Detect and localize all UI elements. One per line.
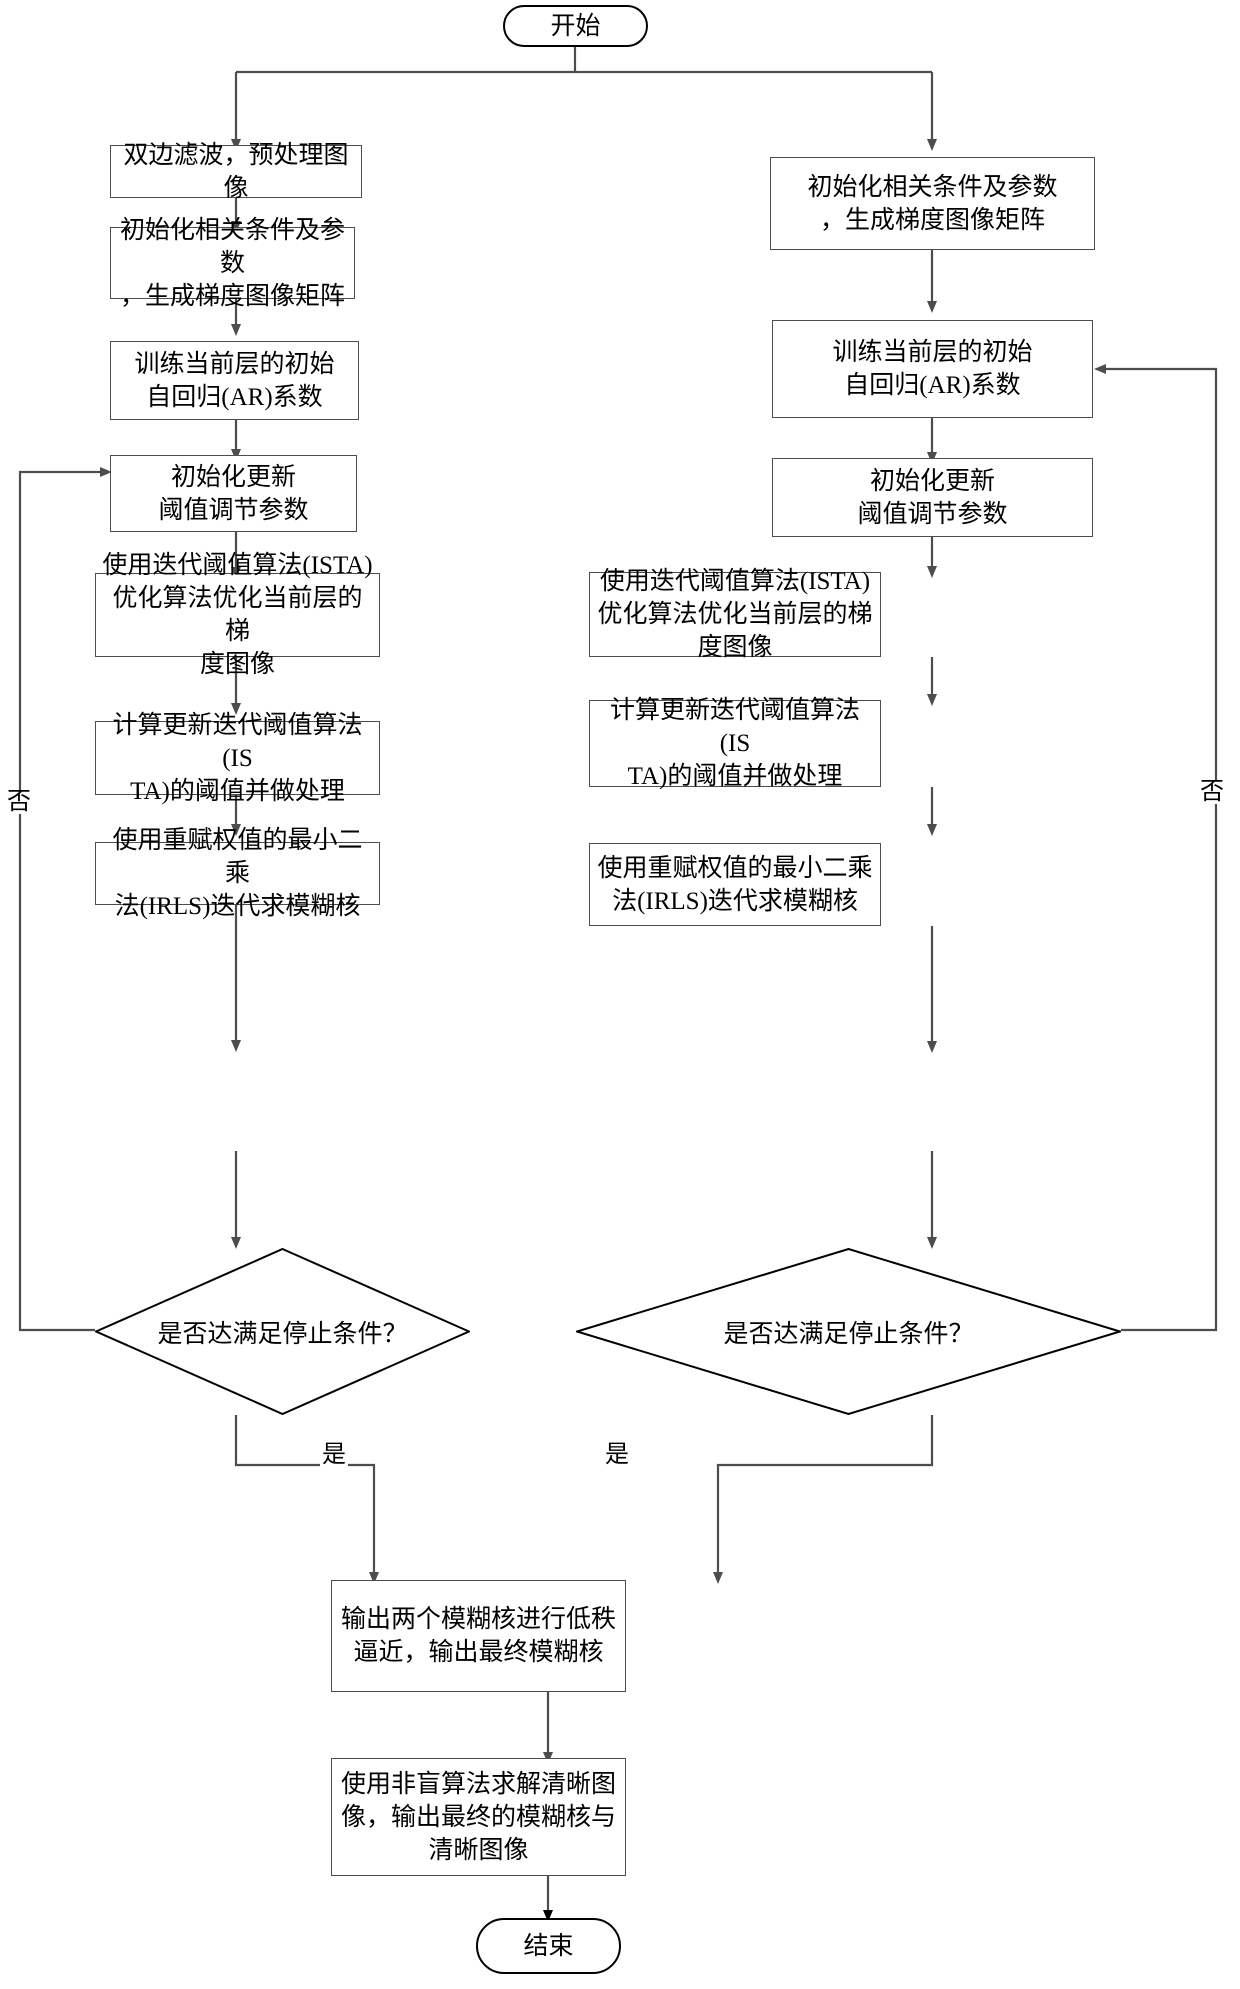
left-edge-label-no: 否	[5, 789, 33, 815]
bottom-step-lowrank-kernel: 输出两个模糊核进行低秩 逼近，输出最终模糊核	[331, 1580, 626, 1692]
right-edge-label-yes: 是	[603, 1442, 631, 1468]
right-decision-stop-condition: 是否达满足停止条件？	[576, 1248, 1121, 1415]
right-step-init-params: 初始化相关条件及参数 ，生成梯度图像矩阵	[770, 157, 1095, 250]
left-edge-label-yes: 是	[320, 1442, 348, 1468]
right-decision-label: 是否达满足停止条件？	[723, 1320, 974, 1348]
left-step-ista-optimize: 使用迭代阈值算法(ISTA) 优化算法优化当前层的梯 度图像	[95, 552, 380, 678]
left-step-init-threshold: 初始化更新 阈值调节参数	[110, 455, 357, 532]
right-step-train-ar: 训练当前层的初始 自回归(AR)系数	[772, 320, 1093, 418]
right-step-ista-optimize: 使用迭代阈值算法(ISTA) 优化算法优化当前层的梯 度图像	[589, 568, 881, 661]
left-step-bilateral-filter: 双边滤波，预处理图像	[110, 142, 362, 202]
right-edge-label-no: 否	[1198, 779, 1226, 805]
end-terminator: 结束	[476, 1918, 621, 1974]
left-step-init-params: 初始化相关条件及参数 ，生成梯度图像矩阵	[110, 217, 355, 310]
left-step-update-ista-threshold: 计算更新迭代阈值算法(IS TA)的阈值并做处理	[95, 712, 380, 805]
left-step-irls-kernel: 使用重赋权值的最小二乘 法(IRLS)迭代求模糊核	[95, 827, 380, 920]
right-step-update-ista-threshold: 计算更新迭代阈值算法(IS TA)的阈值并做处理	[589, 697, 881, 790]
left-step-train-ar: 训练当前层的初始 自回归(AR)系数	[110, 341, 359, 420]
right-step-irls-kernel: 使用重赋权值的最小二乘 法(IRLS)迭代求模糊核	[589, 843, 881, 926]
left-decision-label: 是否达满足停止条件？	[157, 1320, 408, 1348]
right-step-init-threshold: 初始化更新 阈值调节参数	[772, 458, 1093, 537]
start-terminator: 开始	[503, 5, 648, 47]
left-decision-stop-condition: 是否达满足停止条件？	[95, 1248, 470, 1415]
bottom-step-nonblind-deconv: 使用非盲算法求解清晰图 像，输出最终的模糊核与 清晰图像	[331, 1758, 626, 1876]
